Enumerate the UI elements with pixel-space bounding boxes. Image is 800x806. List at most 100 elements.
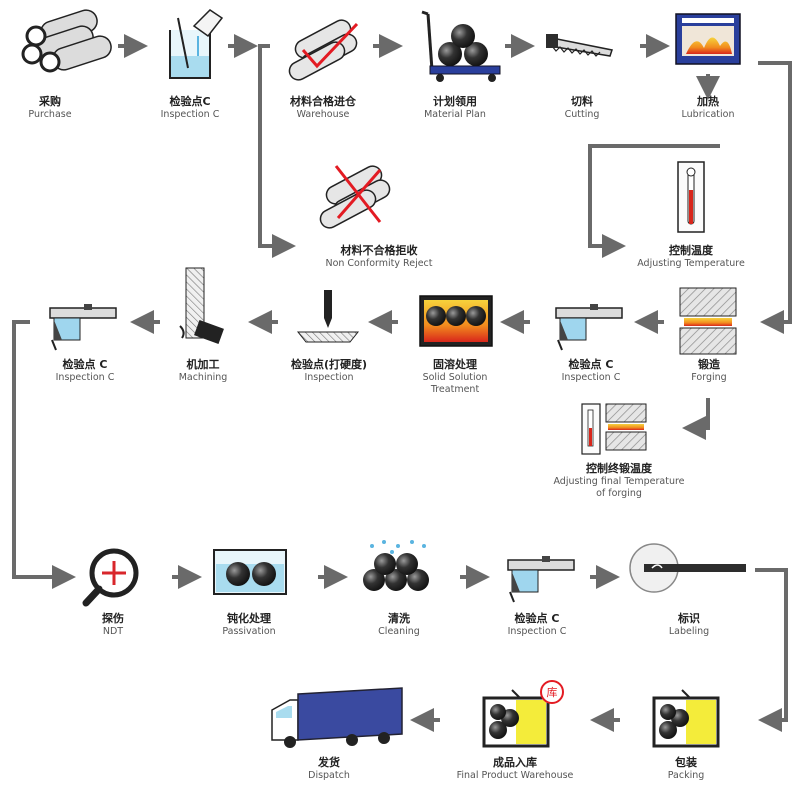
drill-icon	[179, 267, 224, 344]
node-cutting-en: Cutting	[564, 109, 600, 120]
node-hardness: 检验点(打硬度) Inspection	[254, 358, 404, 384]
node-adjust-temp: 控制温度 Adjusting Temperature	[616, 244, 766, 270]
node-cleaning: 清洗 Cleaning	[324, 612, 474, 638]
node-warehouse-zh: 材料合格进仓	[290, 95, 356, 108]
node-solid-solution-zh: 固溶处理	[433, 358, 477, 371]
node-inspection-c-2-zh: 检验点 C	[568, 358, 614, 371]
furnace-icon	[675, 13, 741, 65]
node-dispatch: 发货 Dispatch	[254, 756, 404, 782]
node-inspection-c-4-en: Inspection C	[507, 626, 567, 637]
node-ndt-zh: 探伤	[102, 612, 124, 625]
forging-die-icon	[679, 287, 737, 355]
hardness-tester-icon	[296, 290, 360, 343]
node-adjust-temp-zh: 控制温度	[669, 244, 713, 257]
node-dispatch-zh: 发货	[318, 756, 340, 769]
truck-icon	[271, 687, 403, 748]
node-warehouse: 材料合格进仓 Warehouse	[248, 95, 398, 121]
node-passivation: 钝化处理 Passivation	[174, 612, 324, 638]
warehouse-stamp-text: 库	[547, 686, 558, 699]
thermometer-icon	[677, 161, 705, 233]
passivation-tank-icon	[213, 549, 287, 595]
node-material-plan-zh: 计划领用	[433, 95, 477, 108]
node-inspection-c-3: 检验点 C Inspection C	[10, 358, 160, 384]
magnifier-icon	[82, 548, 139, 607]
node-inspection-c-3-zh: 检验点 C	[62, 358, 108, 371]
beaker-icon	[169, 9, 224, 79]
labeled-rod-icon	[629, 543, 746, 593]
node-forging-en: Forging	[691, 372, 727, 383]
node-labeling-en: Labeling	[668, 626, 710, 637]
node-inspection-c-2-en: Inspection C	[561, 372, 621, 383]
crate-icon	[652, 689, 720, 748]
node-purchase: 采购 Purchase	[0, 95, 125, 121]
node-packing-zh: 包装	[675, 756, 697, 769]
node-inspection-c-1: 检验点C Inspection C	[115, 95, 265, 121]
node-solid-solution: 固溶处理 Solid Solution Treatment	[380, 358, 530, 396]
node-passivation-en: Passivation	[222, 626, 276, 637]
node-forging-zh: 锻造	[698, 358, 720, 371]
node-inspection-c-1-zh: 检验点C	[169, 95, 211, 108]
caliper-icon	[49, 304, 117, 351]
node-adjust-final-temp: 控制终锻温度 Adjusting final Temperature of fo…	[544, 462, 694, 500]
node-ndt-en: NDT	[102, 626, 124, 637]
node-cleaning-en: Cleaning	[378, 626, 420, 637]
flow-arrows	[12, 34, 792, 732]
arrow-adjust-temp	[588, 144, 720, 258]
node-adjust-final-temp-en: Adjusting final Temperature of forging	[553, 476, 685, 499]
node-machining: 机加工 Machining	[128, 358, 278, 384]
accepted-bars-icon	[288, 19, 359, 81]
node-reject-en: Non Conformity Reject	[325, 258, 433, 269]
node-inspection-c-1-en: Inspection C	[160, 109, 220, 120]
node-purchase-en: Purchase	[28, 109, 72, 120]
node-hardness-en: Inspection	[304, 372, 354, 383]
node-packing-en: Packing	[667, 770, 705, 781]
heat-treatment-icon	[419, 295, 493, 347]
arrow-inspection-reject	[258, 44, 296, 258]
node-lubrication-zh: 加热	[697, 95, 719, 108]
thermometer-die-icon	[581, 403, 647, 455]
rejected-bars-icon	[319, 165, 391, 229]
node-inspection-c-3-en: Inspection C	[55, 372, 115, 383]
node-adjust-temp-en: Adjusting Temperature	[637, 258, 745, 269]
node-adjust-final-temp-zh: 控制终锻温度	[586, 462, 652, 475]
node-labeling: 标识 Labeling	[614, 612, 764, 638]
node-reject-zh: 材料不合格拒收	[340, 244, 418, 257]
node-forging: 锻造 Forging	[634, 358, 784, 384]
node-dispatch-en: Dispatch	[308, 770, 350, 781]
node-final-warehouse: 成品入库 Final Product Warehouse	[440, 756, 590, 782]
cleaning-bars-icon	[363, 540, 429, 591]
node-labeling-zh: 标识	[678, 612, 700, 625]
caliper-icon	[507, 556, 575, 603]
saw-icon	[546, 34, 613, 57]
node-cutting: 切料 Cutting	[507, 95, 657, 121]
node-cutting-zh: 切料	[571, 95, 593, 108]
node-inspection-c-4-zh: 检验点 C	[514, 612, 560, 625]
arrow-lubrication-forging	[758, 61, 792, 334]
node-material-plan: 计划领用 Material Plan	[380, 95, 530, 121]
node-packing: 包装 Packing	[611, 756, 761, 782]
node-warehouse-en: Warehouse	[296, 109, 350, 120]
caliper-icon	[555, 304, 623, 351]
node-passivation-zh: 钝化处理	[227, 612, 271, 625]
arrow-inspection-ndt	[12, 320, 76, 589]
node-purchase-zh: 采购	[39, 95, 61, 108]
arrow-labeling-packing	[755, 568, 788, 732]
pipes-icon	[21, 9, 112, 73]
node-material-plan-en: Material Plan	[424, 109, 486, 120]
node-machining-zh: 机加工	[186, 358, 220, 371]
node-ndt: 探伤 NDT	[38, 612, 188, 638]
node-final-warehouse-en: Final Product Warehouse	[456, 770, 574, 781]
node-reject: 材料不合格拒收 Non Conformity Reject	[304, 244, 454, 270]
stamped-crate-icon: 库	[482, 680, 564, 748]
node-final-warehouse-zh: 成品入库	[493, 756, 537, 769]
node-hardness-zh: 检验点(打硬度)	[290, 358, 368, 371]
node-lubrication: 加热 Lubrication	[633, 95, 783, 121]
arrow-forging-final-temp	[682, 398, 710, 440]
cart-icon	[421, 10, 501, 82]
node-cleaning-zh: 清洗	[388, 612, 410, 625]
node-machining-en: Machining	[178, 372, 228, 383]
node-inspection-c-2: 检验点 C Inspection C	[516, 358, 666, 384]
node-solid-solution-en: Solid Solution Treatment	[422, 372, 488, 395]
node-inspection-c-4: 检验点 C Inspection C	[462, 612, 612, 638]
